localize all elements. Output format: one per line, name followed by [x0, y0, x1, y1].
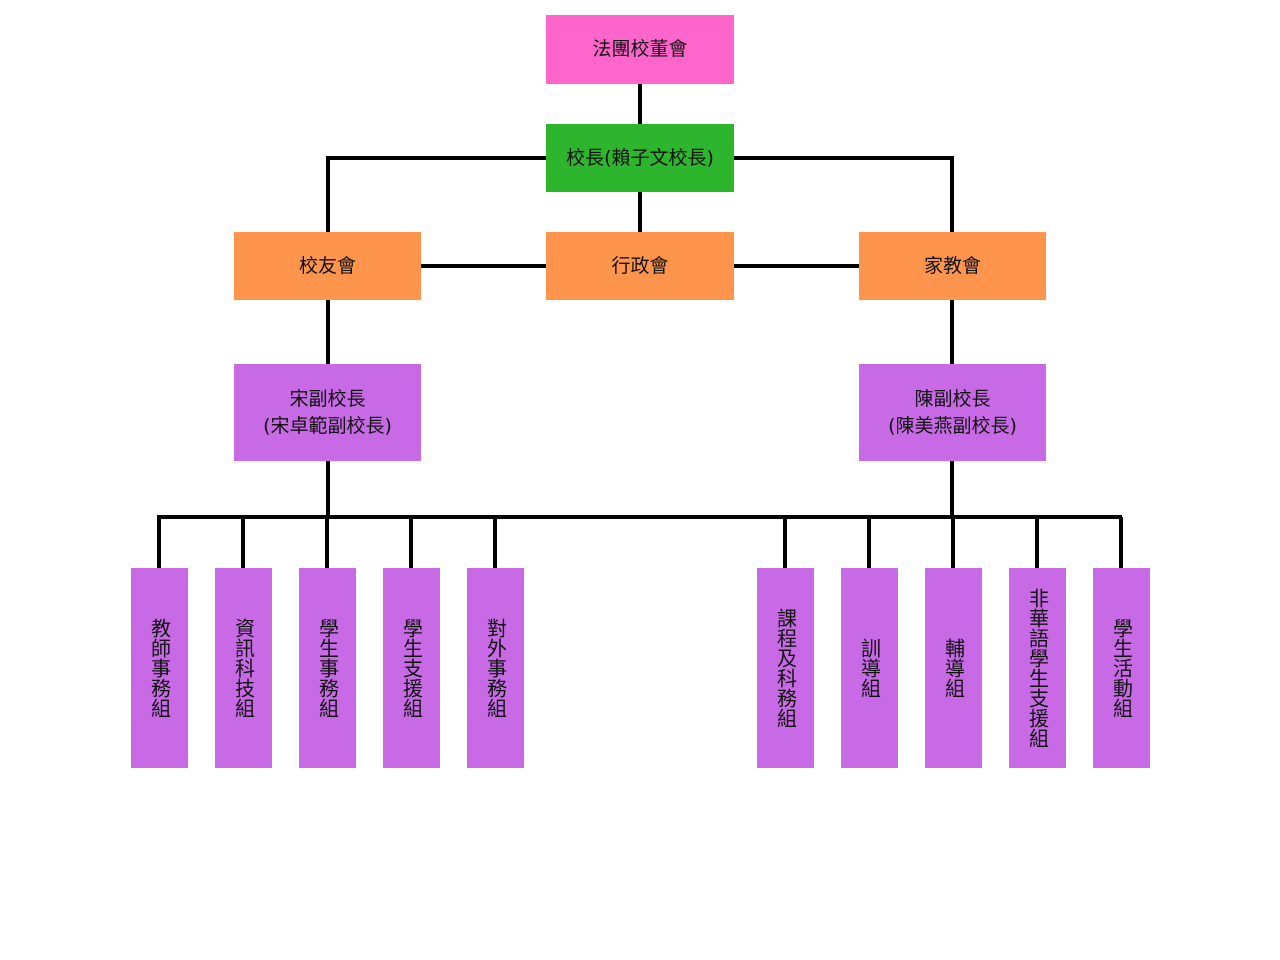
vice-principal-right-name: (陳美燕副校長) — [888, 414, 1017, 437]
group-node: 訓導組 — [841, 568, 898, 768]
vice-principal-right-node: 陳副校長 (陳美燕副校長) — [859, 364, 1046, 461]
principal-label: 校長(賴子文校長) — [566, 146, 714, 169]
group-label: 資訊科技組 — [231, 618, 256, 718]
group-node: 教師事務組 — [131, 568, 188, 768]
alumni-node: 校友會 — [234, 232, 421, 300]
pta-node: 家教會 — [859, 232, 1046, 300]
group-node: 對外事務組 — [467, 568, 524, 768]
vice-principal-left-name: (宋卓範副校長) — [263, 414, 392, 437]
group-node: 學生事務組 — [299, 568, 356, 768]
group-label: 對外事務組 — [483, 618, 508, 718]
group-label: 學生活動組 — [1109, 618, 1134, 718]
vice-principal-right-title: 陳副校長 — [914, 387, 991, 410]
group-label: 教師事務組 — [147, 618, 172, 718]
group-node: 輔導組 — [925, 568, 982, 768]
admin-council-node: 行政會 — [546, 232, 734, 300]
group-node: 學生支援組 — [383, 568, 440, 768]
group-label: 學生事務組 — [315, 618, 340, 718]
principal-node: 校長(賴子文校長) — [546, 124, 734, 192]
vice-principal-left-node: 宋副校長 (宋卓範副校長) — [234, 364, 421, 461]
group-label: 課程及科務組 — [773, 608, 798, 728]
group-node: 課程及科務組 — [757, 568, 814, 768]
group-label: 訓導組 — [857, 638, 882, 698]
group-label: 輔導組 — [941, 638, 966, 698]
group-label: 學生支援組 — [399, 618, 424, 718]
pta-label: 家教會 — [923, 254, 981, 277]
board-label: 法團校董會 — [592, 38, 688, 60]
line-principal-alumni — [326, 156, 547, 232]
board-node: 法團校董會 — [546, 15, 734, 84]
admin-council-label: 行政會 — [611, 254, 669, 277]
vice-principal-left-title: 宋副校長 — [289, 387, 366, 410]
group-label: 非華語學生支援組 — [1025, 588, 1050, 748]
line-principal-pta — [733, 156, 954, 232]
alumni-label: 校友會 — [298, 254, 356, 277]
group-node: 非華語學生支援組 — [1009, 568, 1066, 768]
group-node: 學生活動組 — [1093, 568, 1150, 768]
group-node: 資訊科技組 — [215, 568, 272, 768]
